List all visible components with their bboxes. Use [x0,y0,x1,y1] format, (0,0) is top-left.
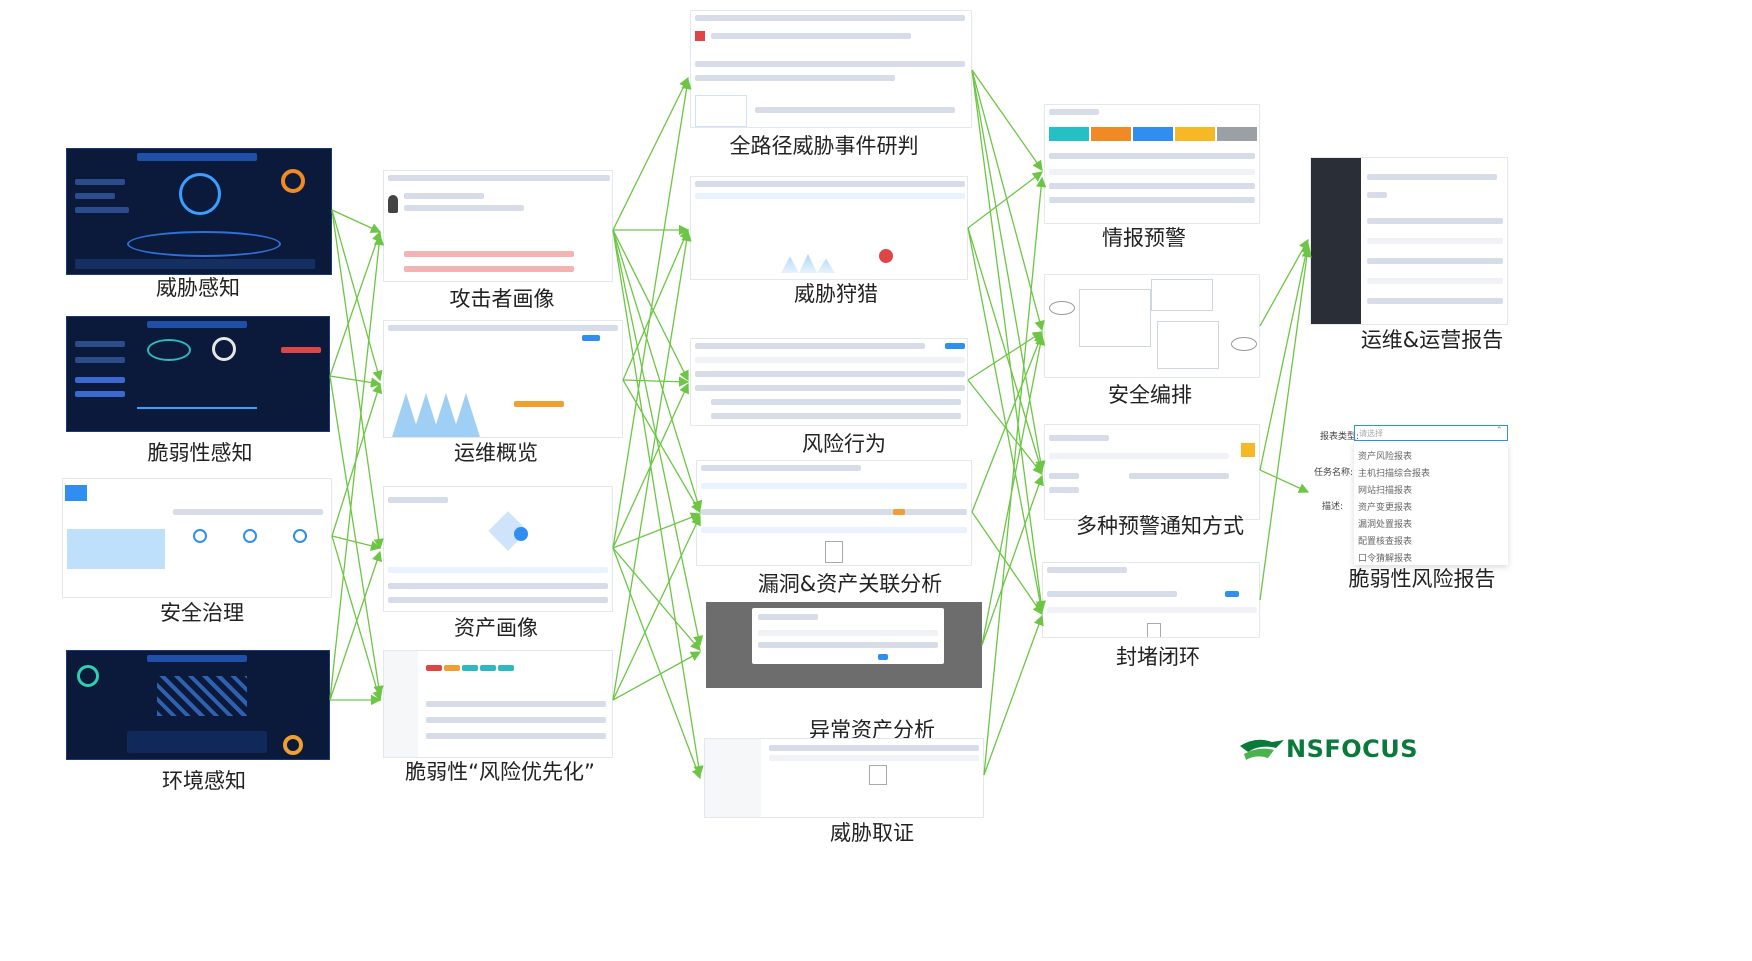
threat-perception-label: 威胁感知 [156,276,240,300]
vuln-risk-report-label: 脆弱性风险报告 [1348,567,1496,591]
security-governance-screenshot [62,478,332,598]
brand-name: NSFOCUS [1286,735,1419,763]
vuln-perception-screenshot [66,316,330,432]
risk-behavior-label: 风险行为 [802,432,886,456]
attacker-portrait-screenshot [383,170,613,282]
ops-overview-label: 运维概览 [454,441,538,465]
report-type-dropdown [1354,443,1508,565]
vuln-risk-report-form: 报表类型: 请选择 ⌃ 任务名称: 描述: [1312,423,1512,569]
security-orchestration-label: 安全编排 [1108,383,1192,407]
asset-portrait-label: 资产画像 [454,616,538,640]
dropdown-option[interactable]: 口令猜解报表 [1358,554,1413,564]
ops-report-screenshot [1310,157,1508,325]
threat-perception-screenshot [66,148,332,275]
report-type-select[interactable]: 请选择 ⌃ [1354,425,1508,441]
intel-alert-label: 情报预警 [1102,226,1186,250]
ops-report-label: 运维&运营报告 [1360,328,1504,352]
dropdown-option[interactable]: 主机扫描综合报表 [1358,469,1431,479]
dropdown-option[interactable]: 漏洞处置报表 [1358,520,1413,530]
vuln-perception-label: 脆弱性感知 [147,441,253,465]
full-path-threat-screenshot [690,10,972,128]
security-governance-label: 安全治理 [160,601,244,625]
dropdown-option[interactable]: 资产变更报表 [1358,503,1413,513]
vuln-prioritization-screenshot [383,650,613,758]
vuln-prioritization-label: 脆弱性“风险优先化” [405,760,595,784]
asset-portrait-screenshot [383,486,613,612]
block-loop-screenshot [1042,562,1260,638]
description-label: 描述: [1322,502,1344,512]
nsfocus-logo-mark [1240,739,1284,760]
environment-perception-label: 环境感知 [162,769,246,793]
intel-alert-screenshot [1044,104,1260,224]
block-loop-label: 封堵闭环 [1116,645,1200,669]
dropdown-option[interactable]: 网站扫描报表 [1358,486,1413,496]
ops-overview-screenshot [383,320,623,438]
multi-alert-screenshot [1044,424,1260,520]
chevron-down-icon: ⌃ [1495,426,1503,436]
threat-hunting-label: 威胁狩猎 [794,282,878,306]
report-type-placeholder: 请选择 [1359,429,1383,438]
environment-perception-screenshot [66,650,330,760]
full-path-threat-label: 全路径威胁事件研判 [729,134,919,158]
vuln-asset-correlation-screenshot [696,460,972,566]
abnormal-asset-screenshot [706,602,982,688]
risk-behavior-screenshot [690,338,968,426]
task-name-label: 任务名称: [1314,468,1354,478]
report-type-label: 报表类型: [1320,432,1360,442]
threat-hunting-screenshot [690,176,968,280]
threat-forensics-label: 威胁取证 [830,821,914,845]
nsfocus-logo: NSFOCUS [1238,734,1418,764]
dropdown-option[interactable]: 配置核查报表 [1358,537,1413,547]
vuln-asset-correlation-label: 漏洞&资产关联分析 [757,572,943,596]
multi-alert-label: 多种预警通知方式 [1076,514,1244,538]
threat-forensics-screenshot [704,738,984,818]
dropdown-option[interactable]: 资产风险报表 [1358,452,1413,462]
attacker-portrait-label: 攻击者画像 [449,287,555,311]
